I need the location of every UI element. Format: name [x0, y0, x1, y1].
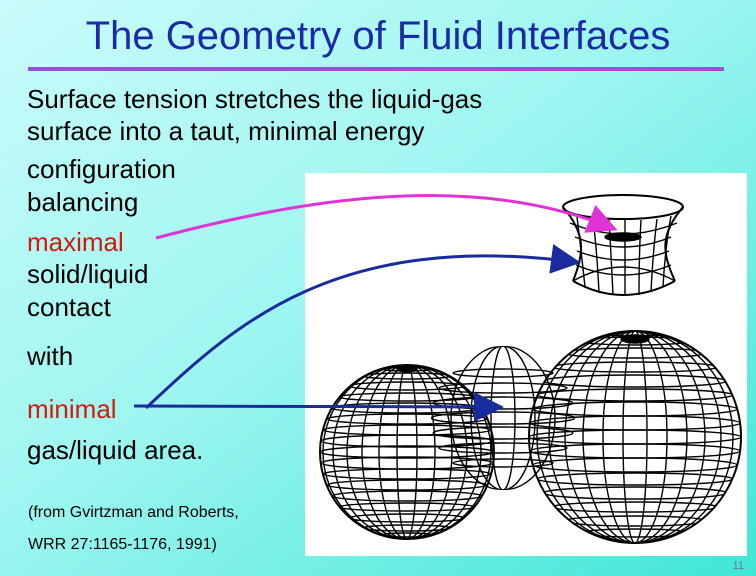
figure-drawing	[319, 194, 742, 544]
body-line: surface into a taut, minimal energy	[27, 116, 425, 146]
body-line: solid/liquid	[27, 259, 149, 289]
arrow-blue-upper	[144, 244, 581, 410]
page-number: 11	[732, 560, 744, 572]
arrow-blue-lower	[133, 391, 504, 422]
title-underline	[28, 67, 724, 71]
body-line: configuration	[27, 154, 176, 184]
keyword-minimal: minimal	[27, 394, 117, 424]
citation-line: WRR 27:1165-1176, 1991)	[28, 536, 217, 553]
body-line: balancing	[27, 187, 139, 217]
arrow-magenta	[155, 194, 618, 240]
body-line: gas/liquid area.	[27, 435, 204, 465]
body-line: with	[27, 341, 74, 371]
body-line: contact	[27, 292, 111, 322]
keyword-maximal: maximal	[27, 227, 124, 257]
citation-line: (from Gvirtzman and Roberts,	[28, 504, 239, 521]
figure-panel	[305, 173, 747, 556]
slide-title: The Geometry of Fluid Interfaces	[85, 14, 671, 58]
body-line: Surface tension stretches the liquid-gas	[27, 84, 483, 114]
